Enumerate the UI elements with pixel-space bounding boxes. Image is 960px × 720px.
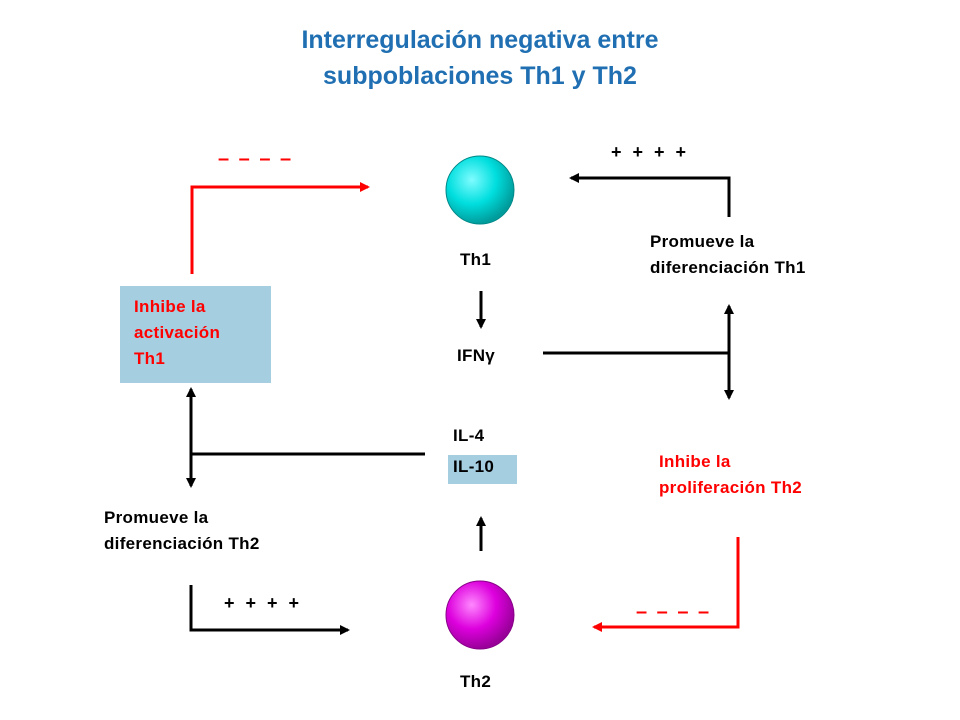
il10-label: IL-10 bbox=[453, 457, 495, 476]
inhibe-proliferacion-text: Inhibe la proliferación Th2 bbox=[659, 449, 802, 501]
promueve-th1-text: Promueve la diferenciación Th1 bbox=[650, 229, 806, 281]
promueve-th1-line-2: diferenciación Th1 bbox=[650, 258, 806, 277]
inhibe-proliferacion-line-1: Inhibe la bbox=[659, 452, 731, 471]
minus-signs-th2: – – – – bbox=[636, 601, 712, 623]
th1-label: Th1 bbox=[460, 250, 492, 269]
promueve-th2-line-2: diferenciación Th2 bbox=[104, 534, 260, 553]
diagram-title: Interregulación negativa entre subpoblac… bbox=[0, 22, 960, 94]
inhibe-activacion-box: Inhibe la activación Th1 bbox=[120, 286, 271, 383]
inhibe-activacion-line-3: Th1 bbox=[134, 349, 166, 368]
ifng-label: IFNγ bbox=[457, 346, 496, 365]
arrow-inhibe-to-th1 bbox=[190, 182, 370, 274]
arrow-inhibe-to-th2 bbox=[592, 537, 740, 632]
title-line-1: Interregulación negativa entre bbox=[301, 26, 659, 54]
title-line-2: subpoblaciones Th1 y Th2 bbox=[323, 62, 637, 90]
minus-signs-th1: – – – – bbox=[218, 148, 294, 170]
il4-label: IL-4 bbox=[453, 426, 485, 445]
th2-label: Th2 bbox=[460, 672, 492, 691]
th2-cell bbox=[445, 580, 515, 650]
th1-cell bbox=[445, 155, 515, 225]
il10-highlight bbox=[448, 455, 517, 484]
inhibe-activacion-line-2: activación bbox=[134, 323, 221, 342]
inhibe-proliferacion-line-2: proliferación Th2 bbox=[659, 478, 803, 497]
plus-signs-th1: + + + + bbox=[611, 142, 690, 162]
arrow-promueve-th2-to-th2 bbox=[189, 585, 350, 635]
inhibe-activacion-line-1: Inhibe la bbox=[134, 297, 206, 316]
arrow-promueve-th1-to-th1 bbox=[569, 173, 731, 217]
inhibe-activacion-text: Inhibe la activación Th1 bbox=[134, 294, 274, 372]
promueve-th2-text: Promueve la diferenciación Th2 bbox=[104, 505, 260, 557]
promueve-th1-line-1: Promueve la bbox=[650, 232, 755, 251]
plus-signs-th2: + + + + bbox=[224, 593, 303, 613]
promueve-th2-line-1: Promueve la bbox=[104, 508, 209, 527]
